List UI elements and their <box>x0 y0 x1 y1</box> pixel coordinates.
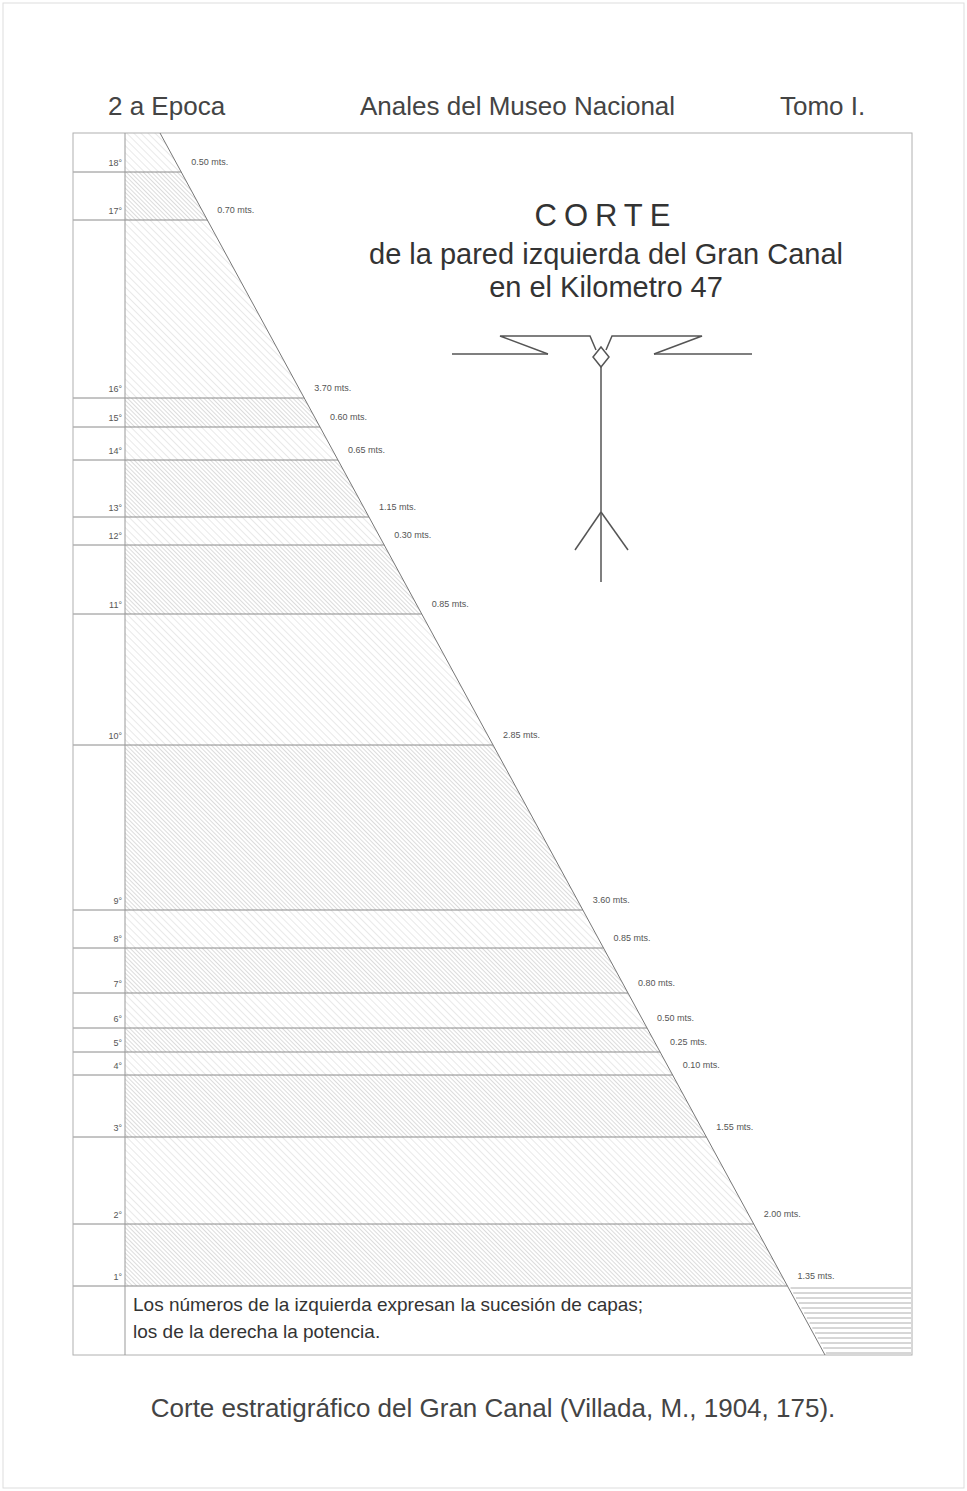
stratum-band <box>125 1137 754 1224</box>
thickness-label: 0.25 mts. <box>670 1037 707 1047</box>
stratum-boundary <box>73 1052 660 1053</box>
layer-number: 3° <box>113 1123 122 1133</box>
header-text: 2 a Epoca <box>108 92 225 122</box>
stratum-boundary <box>73 1075 673 1076</box>
stratum-band <box>125 545 422 614</box>
thickness-label: 1.35 mts. <box>797 1271 834 1281</box>
thickness-label: 0.65 mts. <box>348 445 385 455</box>
thickness-label: 3.70 mts. <box>314 383 351 393</box>
note-text: Los números de la izquierda expresan la … <box>133 1292 644 1345</box>
ground-lines <box>799 1303 911 1304</box>
ground-lines <box>820 1343 911 1344</box>
number-column-line <box>125 133 126 1355</box>
layer-number: 10° <box>108 731 122 741</box>
stratum-boundary <box>73 1137 706 1138</box>
thickness-label: 0.60 mts. <box>330 412 367 422</box>
stratum-boundary <box>73 545 384 546</box>
stratum-boundary <box>73 1028 647 1029</box>
ground-lines <box>807 1318 911 1319</box>
thickness-label: 0.70 mts. <box>217 205 254 215</box>
slope-line <box>160 133 825 1355</box>
thickness-label: 3.60 mts. <box>593 895 630 905</box>
layer-number: 13° <box>108 503 122 513</box>
layer-number: 15° <box>108 413 122 423</box>
stratum-band <box>125 1052 673 1075</box>
stratum-boundary <box>73 948 604 949</box>
stratum-boundary <box>73 517 369 518</box>
stratum-boundary <box>73 460 338 461</box>
layer-number: 2° <box>113 1210 122 1220</box>
layer-number: 12° <box>108 531 122 541</box>
stratum-boundary <box>73 220 207 221</box>
thickness-label: 2.85 mts. <box>503 730 540 740</box>
ground-lines <box>796 1298 911 1299</box>
caption: Corte estratigráfico del Gran Canal (Vil… <box>151 1394 836 1424</box>
header-text: Tomo I. <box>780 92 865 122</box>
ground-lines <box>791 1288 911 1289</box>
stratum-band <box>125 427 338 460</box>
stratum-band <box>125 1075 706 1137</box>
stratum-band <box>125 614 493 745</box>
layer-number: 7° <box>113 979 122 989</box>
stratum-band <box>125 460 369 517</box>
layer-number: 16° <box>108 384 122 394</box>
layer-number: 1° <box>113 1272 122 1282</box>
thickness-label: 0.80 mts. <box>638 978 675 988</box>
stratum-band <box>125 745 583 910</box>
stratum-band <box>125 133 181 172</box>
layer-number: 14° <box>108 446 122 456</box>
stratum-boundary <box>73 910 583 911</box>
ground-lines <box>810 1323 911 1324</box>
layer-number: 18° <box>108 158 122 168</box>
frame <box>73 133 912 1355</box>
thickness-label: 1.55 mts. <box>716 1122 753 1132</box>
stratum-band <box>125 172 207 220</box>
stratum-boundary <box>73 1224 754 1225</box>
stratum-boundary <box>73 398 304 399</box>
stratum-band <box>125 398 320 427</box>
ground-lines <box>823 1348 911 1349</box>
thickness-label: 2.00 mts. <box>764 1209 801 1219</box>
stratum-boundary <box>73 1286 787 1287</box>
title: CORTE de la pared izquierda del Gran Can… <box>366 198 846 304</box>
ground-lines <box>815 1333 911 1334</box>
stratum-band <box>125 220 304 398</box>
thickness-label: 0.85 mts. <box>432 599 469 609</box>
stratum-band <box>125 517 384 545</box>
ground-lines <box>801 1308 911 1309</box>
layer-number: 6° <box>113 1014 122 1024</box>
layer-number: 8° <box>113 934 122 944</box>
canal-symbol <box>452 336 752 582</box>
stratum-boundary <box>73 745 493 746</box>
thickness-label: 1.15 mts. <box>379 502 416 512</box>
stratum-boundary <box>73 172 181 173</box>
stratum-boundary <box>73 427 320 428</box>
thickness-label: 0.30 mts. <box>394 530 431 540</box>
layer-number: 9° <box>113 896 122 906</box>
ground-lines <box>804 1313 911 1314</box>
page-border <box>3 3 964 1488</box>
thickness-label: 0.10 mts. <box>683 1060 720 1070</box>
ground-lines <box>793 1293 911 1294</box>
ground-lines <box>818 1338 911 1339</box>
ground-lines <box>812 1328 911 1329</box>
header-text: Anales del Museo Nacional <box>360 92 675 122</box>
thickness-label: 0.50 mts. <box>191 157 228 167</box>
stratum-band <box>125 910 604 948</box>
stratum-band <box>125 1028 660 1052</box>
thickness-label: 0.85 mts. <box>614 933 651 943</box>
stratum-band <box>125 993 647 1028</box>
ground-lines <box>826 1353 911 1354</box>
layer-number: 17° <box>108 206 122 216</box>
layer-number: 11° <box>109 600 122 610</box>
stratum-band <box>125 1224 787 1286</box>
thickness-label: 0.50 mts. <box>657 1013 694 1023</box>
layer-number: 5° <box>113 1038 122 1048</box>
layer-number: 4° <box>113 1061 122 1071</box>
stratum-band <box>125 948 628 993</box>
stratum-boundary <box>73 993 628 994</box>
